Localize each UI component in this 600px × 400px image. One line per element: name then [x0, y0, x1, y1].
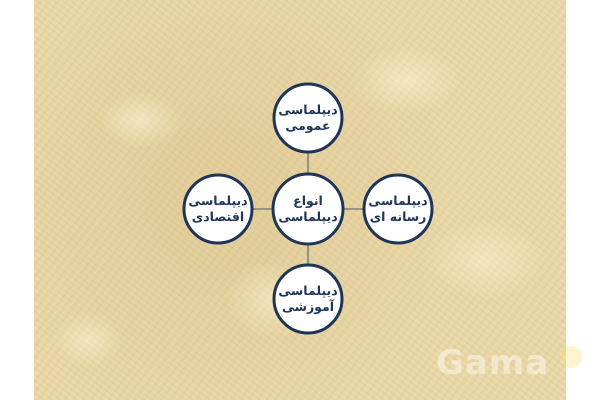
node-center-line2: دیپلماسی [278, 209, 338, 224]
node-top-circle [272, 82, 344, 154]
node-right-line1: دیپلماسی [368, 193, 428, 208]
watermark-dot-icon [560, 346, 582, 368]
node-left-line1: دیپلماسی [188, 193, 248, 208]
node-left-label: دیپلماسی اقتصادی [183, 193, 253, 225]
watermark-logo: Gama [436, 343, 550, 383]
node-left-line2: اقتصادی [191, 209, 245, 224]
node-right-circle [362, 173, 434, 245]
node-bottom-circle [272, 263, 344, 335]
node-bottom-label: دیپلماسی آموزشی [273, 283, 343, 315]
node-center-circle [271, 172, 345, 246]
node-right-line2: رسانه ای [369, 209, 427, 224]
node-left-circle [182, 173, 254, 245]
node-top-label: دیپلماسی عمومی [273, 102, 343, 134]
node-top-line1: دیپلماسی [278, 102, 338, 117]
node-center-line1: انواع [293, 193, 323, 208]
node-center-label: انواع دیپلماسی [273, 193, 343, 225]
node-bottom-line2: آموزشی [282, 299, 334, 314]
node-top-line2: عمومی [285, 118, 331, 133]
node-right-label: دیپلماسی رسانه ای [363, 193, 433, 225]
node-bottom-line1: دیپلماسی [278, 283, 338, 298]
